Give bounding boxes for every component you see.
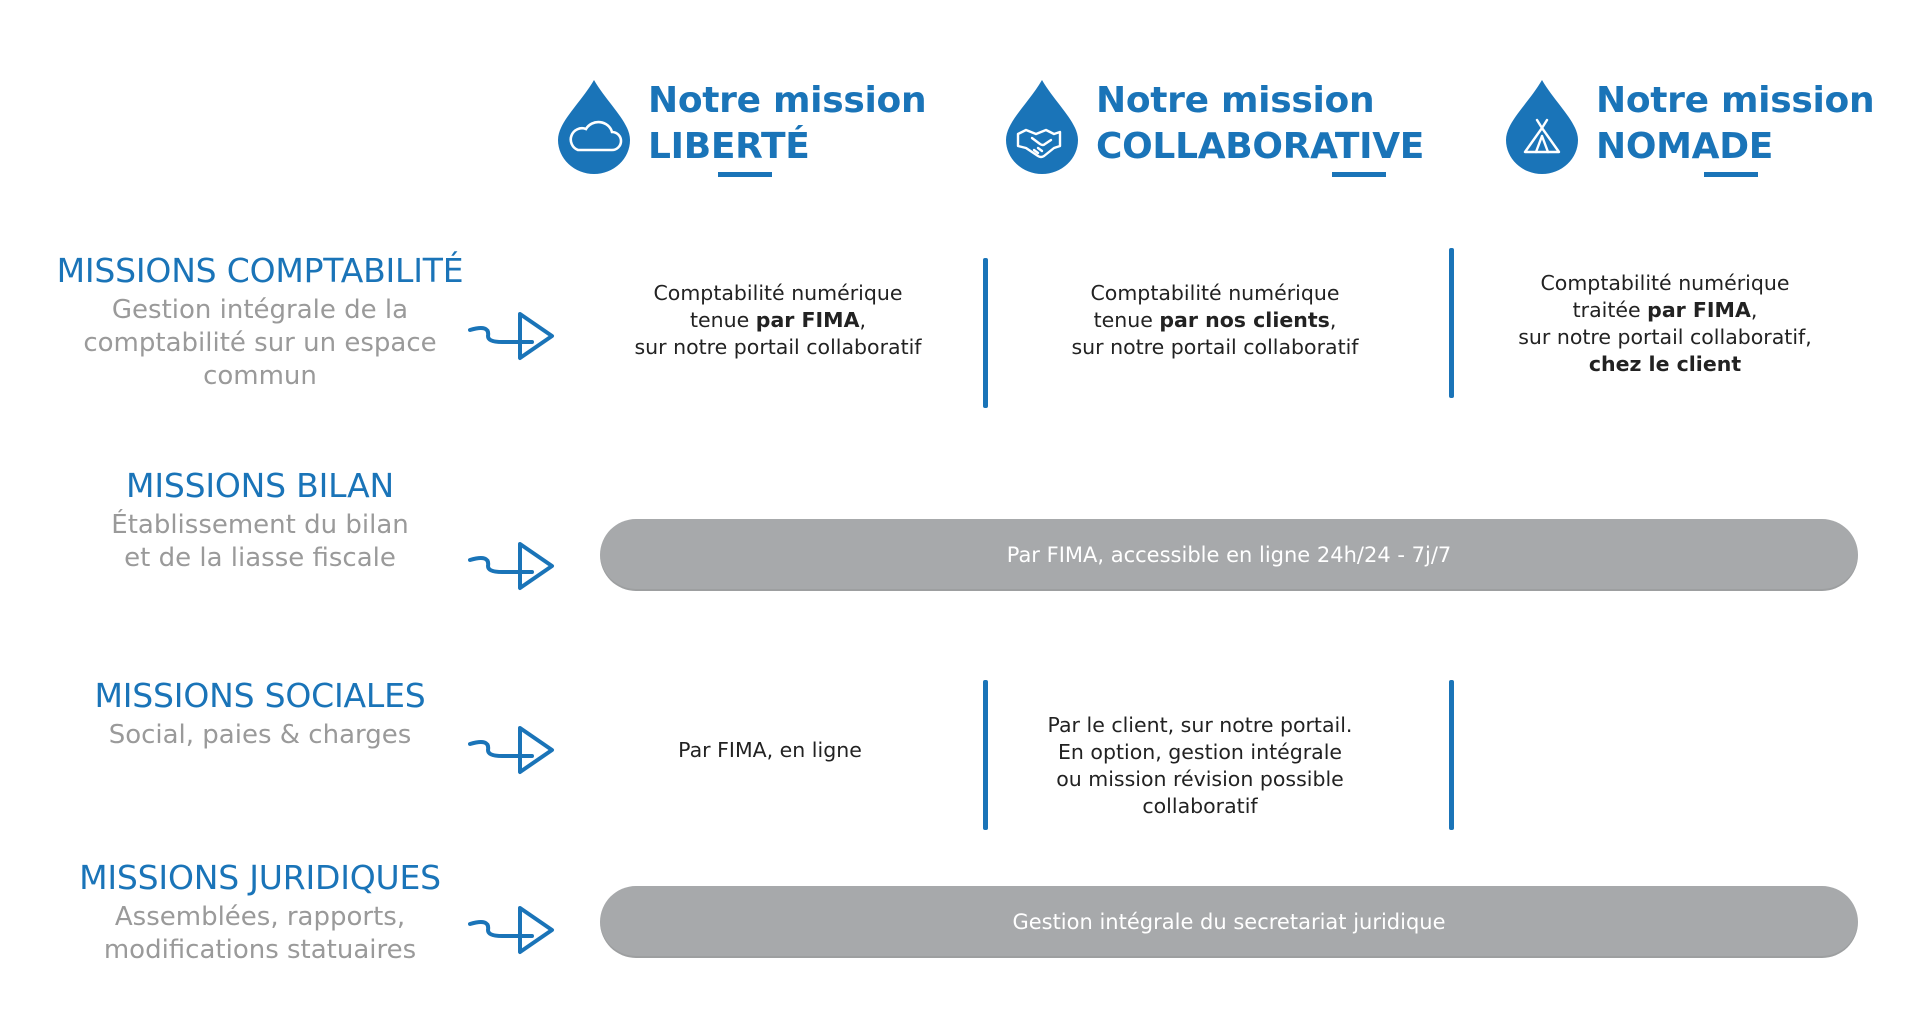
row-subtitle-line: Social, paies & charges [108,720,412,750]
row-subtitle-line: Assemblées, rapports, [114,902,406,932]
column-underline [1704,172,1758,177]
column-divider [1449,248,1454,398]
cell-comptabilite-liberte: Comptabilité numérique tenue par FIMA, s… [608,280,948,361]
column-title-line1: Notre mission [1596,80,1875,121]
cell-text: , [1750,298,1758,322]
column-title: Notre mission COLLABORATIVE [1096,78,1424,170]
cell-line: sur notre portail collaboratif [634,335,922,359]
juridiques-bar: Gestion intégrale du secretariat juridiq… [600,886,1858,958]
row-title: MISSIONS SOCIALES [94,676,426,715]
arrow-right-icon [468,312,554,360]
cell-line: Comptabilité numérique [1090,281,1340,305]
cell-line: Comptabilité numérique [1540,271,1790,295]
cell-text: traitée [1572,298,1648,322]
cloud-icon [558,80,630,174]
cell-line: Par le client, sur notre portail. [1047,713,1353,737]
row-label-juridiques: MISSIONS JURIDIQUES Assemblées, rapports… [30,857,490,967]
row-label-sociales: MISSIONS SOCIALES Social, paies & charge… [30,675,490,752]
column-divider [983,258,988,408]
column-underline [718,172,772,177]
cell-line: sur notre portail collaboratif [1071,335,1359,359]
cell-sociales-liberte: Par FIMA, en ligne [600,737,940,764]
cell-bold-text: chez le client [1588,352,1742,376]
cell-text: , [1329,308,1337,332]
tent-icon [1506,80,1578,174]
handshake-icon [1006,80,1078,174]
row-title: MISSIONS JURIDIQUES [79,858,441,897]
cell-bold-text: par FIMA [1647,298,1751,322]
arrow-right-icon [468,726,554,774]
cell-line: Par FIMA, en ligne [678,738,862,762]
row-title: MISSIONS COMPTABILITÉ [56,251,464,290]
row-label-comptabilite: MISSIONS COMPTABILITÉ Gestion intégrale … [30,250,490,393]
cell-line: chez le client [1490,351,1840,378]
cell-bold-text: par FIMA [755,308,860,332]
column-title-line2: NOMADE [1596,126,1774,167]
row-subtitle-line: modifications statuaires [103,935,417,965]
column-title-line1: Notre mission [1096,80,1375,121]
column-title-line1: Notre mission [648,80,927,121]
cell-line: En option, gestion intégrale [1057,740,1343,764]
cell-line: traitée par FIMA, [1490,297,1840,324]
column-title-line2: COLLABORATIVE [1096,126,1425,167]
cell-line: collaboratif [1142,794,1258,818]
cell-comptabilite-collaborative: Comptabilité numérique tenue par nos cli… [1045,280,1385,361]
row-subtitle-line: Établissement du bilan [111,510,409,540]
cell-line: tenue par nos clients, [1045,307,1385,334]
cell-text: tenue [690,308,756,332]
row-subtitle-line: et de la liasse fiscale [124,543,396,573]
cell-line: tenue par FIMA, [608,307,948,334]
cell-bold-text: par nos clients [1159,308,1330,332]
column-title: Notre mission LIBERTÉ [648,78,927,170]
cell-text: tenue [1093,308,1160,332]
arrow-right-icon [468,542,554,590]
cell-line: ou mission révision possible [1056,767,1344,791]
cell-text: , [859,308,866,332]
cell-comptabilite-nomade: Comptabilité numérique traitée par FIMA,… [1490,270,1840,378]
cell-sociales-collaborative: Par le client, sur notre portail. En opt… [1030,712,1370,820]
column-title-line2: LIBERTÉ [648,126,810,167]
row-subtitle-line: commun [203,361,317,391]
arrow-right-icon [468,906,554,954]
row-label-bilan: MISSIONS BILAN Établissement du bilan et… [30,465,490,575]
row-subtitle-line: Gestion intégrale de la [111,295,409,325]
bilan-bar: Par FIMA, accessible en ligne 24h/24 - 7… [600,519,1858,591]
column-underline [1332,172,1386,177]
column-divider [983,680,988,830]
column-divider [1449,680,1454,830]
row-title: MISSIONS BILAN [126,466,394,505]
column-title: Notre mission NOMADE [1596,78,1875,170]
row-subtitle-line: comptabilité sur un espace [83,328,437,358]
cell-line: Comptabilité numérique [653,281,903,305]
cell-line: sur notre portail collaboratif, [1518,325,1812,349]
